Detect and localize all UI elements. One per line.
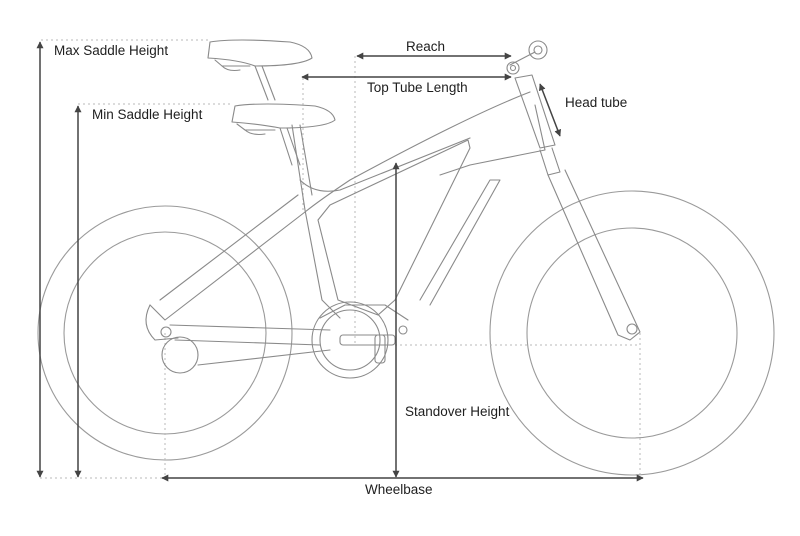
max-saddle-height-label: Max Saddle Height xyxy=(54,43,168,58)
guide-lines xyxy=(40,39,641,479)
head-tube-label: Head tube xyxy=(565,95,627,110)
standover-height-label: Standover Height xyxy=(405,404,510,419)
wheelbase-label: Wheelbase xyxy=(365,482,433,497)
saddle-min xyxy=(231,103,336,166)
saddle-max xyxy=(207,39,313,101)
reach-label: Reach xyxy=(406,39,445,54)
min-saddle-height-label: Min Saddle Height xyxy=(92,107,203,122)
top-tube-length-label: Top Tube Length xyxy=(367,80,468,95)
bike-frame xyxy=(145,40,641,379)
head-tube-arrow xyxy=(538,83,562,137)
front-wheel xyxy=(489,190,775,476)
